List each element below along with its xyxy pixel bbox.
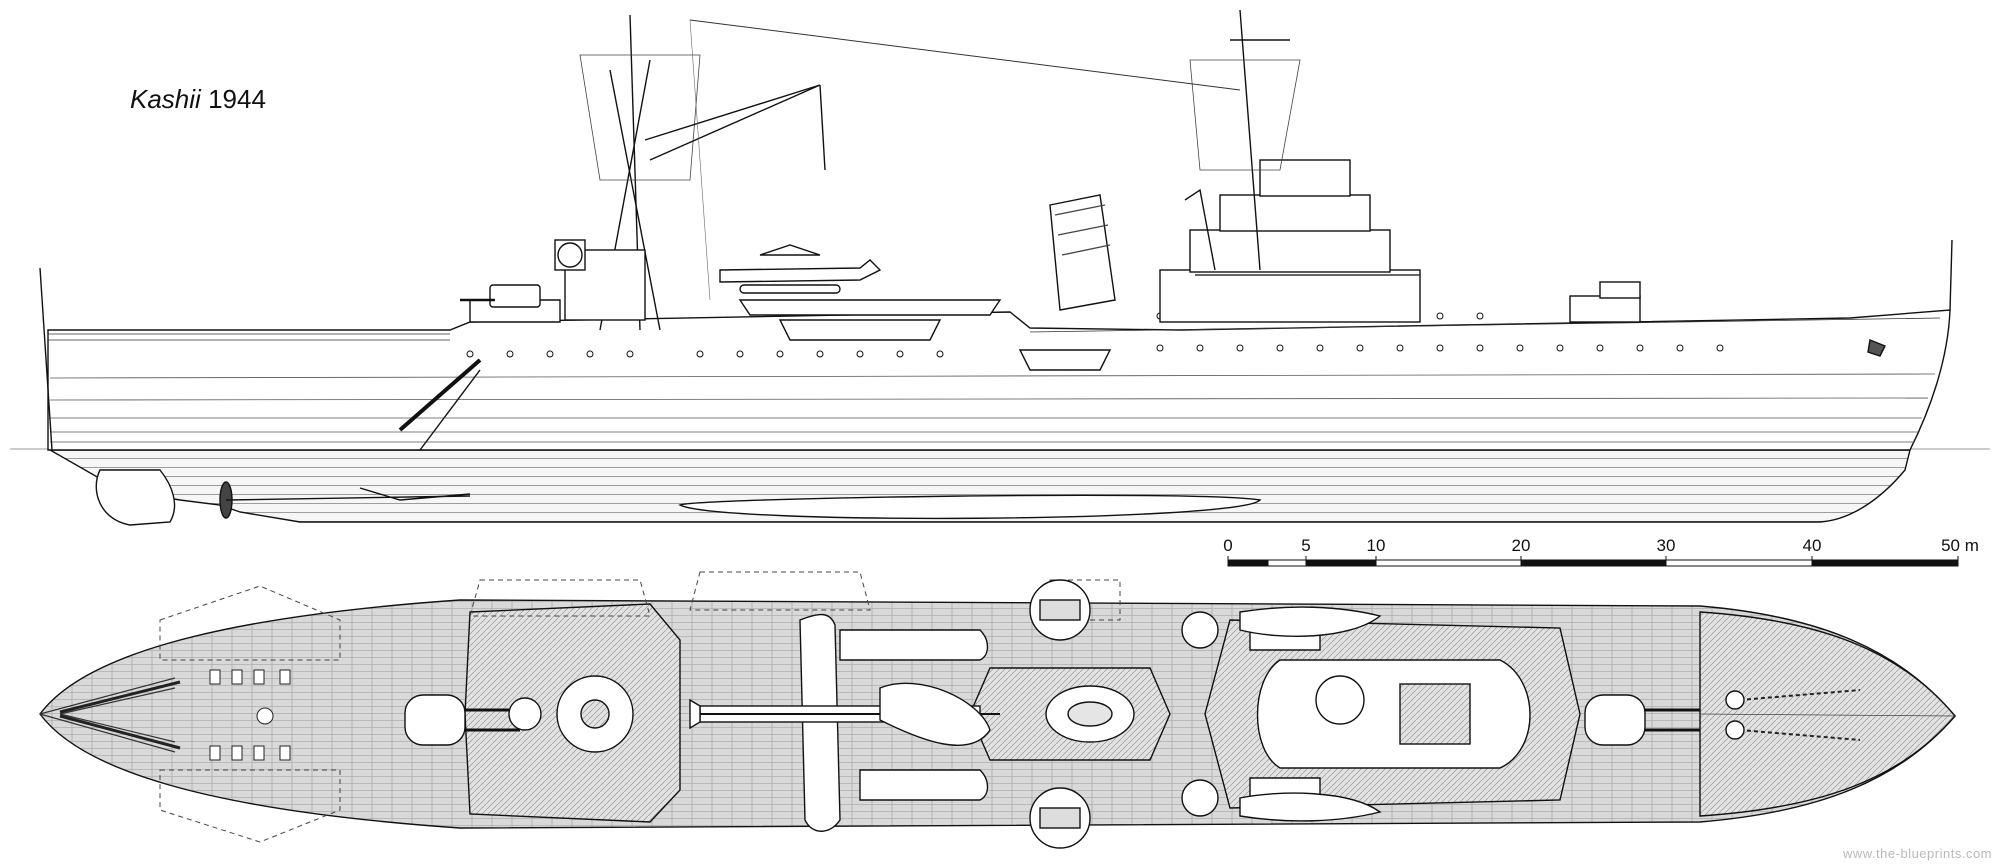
ship-year: 1944	[208, 84, 266, 114]
aft-gun-turret	[404, 694, 466, 746]
twin-aa-mounts	[1029, 579, 1219, 849]
scale-label-0: 0	[1223, 536, 1233, 555]
floatplane-side	[719, 244, 882, 294]
ships-boats	[839, 629, 991, 801]
drawing-title: Kashii 1944	[130, 84, 266, 115]
bridge-superstructure	[1159, 9, 1421, 323]
mine-rails	[59, 680, 181, 750]
lower-hull	[47, 449, 1911, 523]
capstans	[1725, 690, 1745, 740]
aft-turret	[489, 284, 541, 308]
top-plan-view	[39, 571, 1956, 849]
bow-centerline	[1699, 713, 1956, 717]
bridge-boats	[1239, 606, 1382, 822]
antenna-wire	[689, 19, 1241, 91]
main-mast	[554, 14, 701, 331]
side-profile-view	[10, 9, 1990, 526]
scale-label-20: 20	[1511, 536, 1531, 555]
deck-fittings	[209, 669, 291, 761]
stern-flagstaff	[39, 267, 53, 451]
portholes	[466, 312, 1724, 358]
scale-label-30: 30	[1656, 536, 1676, 555]
scale-label-50m: 50 m	[1941, 536, 1979, 555]
funnel-base	[1018, 349, 1112, 371]
main-hull	[47, 309, 1951, 451]
scale-bar	[1227, 556, 1959, 567]
rudder	[95, 469, 176, 526]
forward-deckhouse	[1569, 295, 1641, 323]
gun-turrets	[404, 694, 1700, 746]
boat-deck	[738, 299, 1002, 316]
bilge-keel	[678, 494, 1262, 520]
ship-name: Kashii	[130, 84, 201, 114]
bow-jackstaff	[1949, 239, 1953, 311]
scale-label-10: 10	[1366, 536, 1386, 555]
bridge-plan	[1249, 619, 1531, 809]
forward-gun-turret	[1584, 694, 1646, 746]
scale-label-40: 40	[1802, 536, 1822, 555]
stern-lines	[39, 677, 176, 753]
hull-plating	[49, 373, 1936, 443]
propeller	[219, 481, 471, 519]
funnel	[1018, 194, 1116, 371]
deck-railing	[48, 317, 1941, 341]
anchor-chains	[1739, 689, 1861, 741]
launch-boat	[778, 319, 942, 341]
anchor	[1867, 339, 1886, 357]
watermark: www.the-blueprints.com	[1843, 846, 1992, 861]
scale-label-5: 5	[1301, 536, 1311, 555]
aircraft-crane	[398, 84, 826, 451]
